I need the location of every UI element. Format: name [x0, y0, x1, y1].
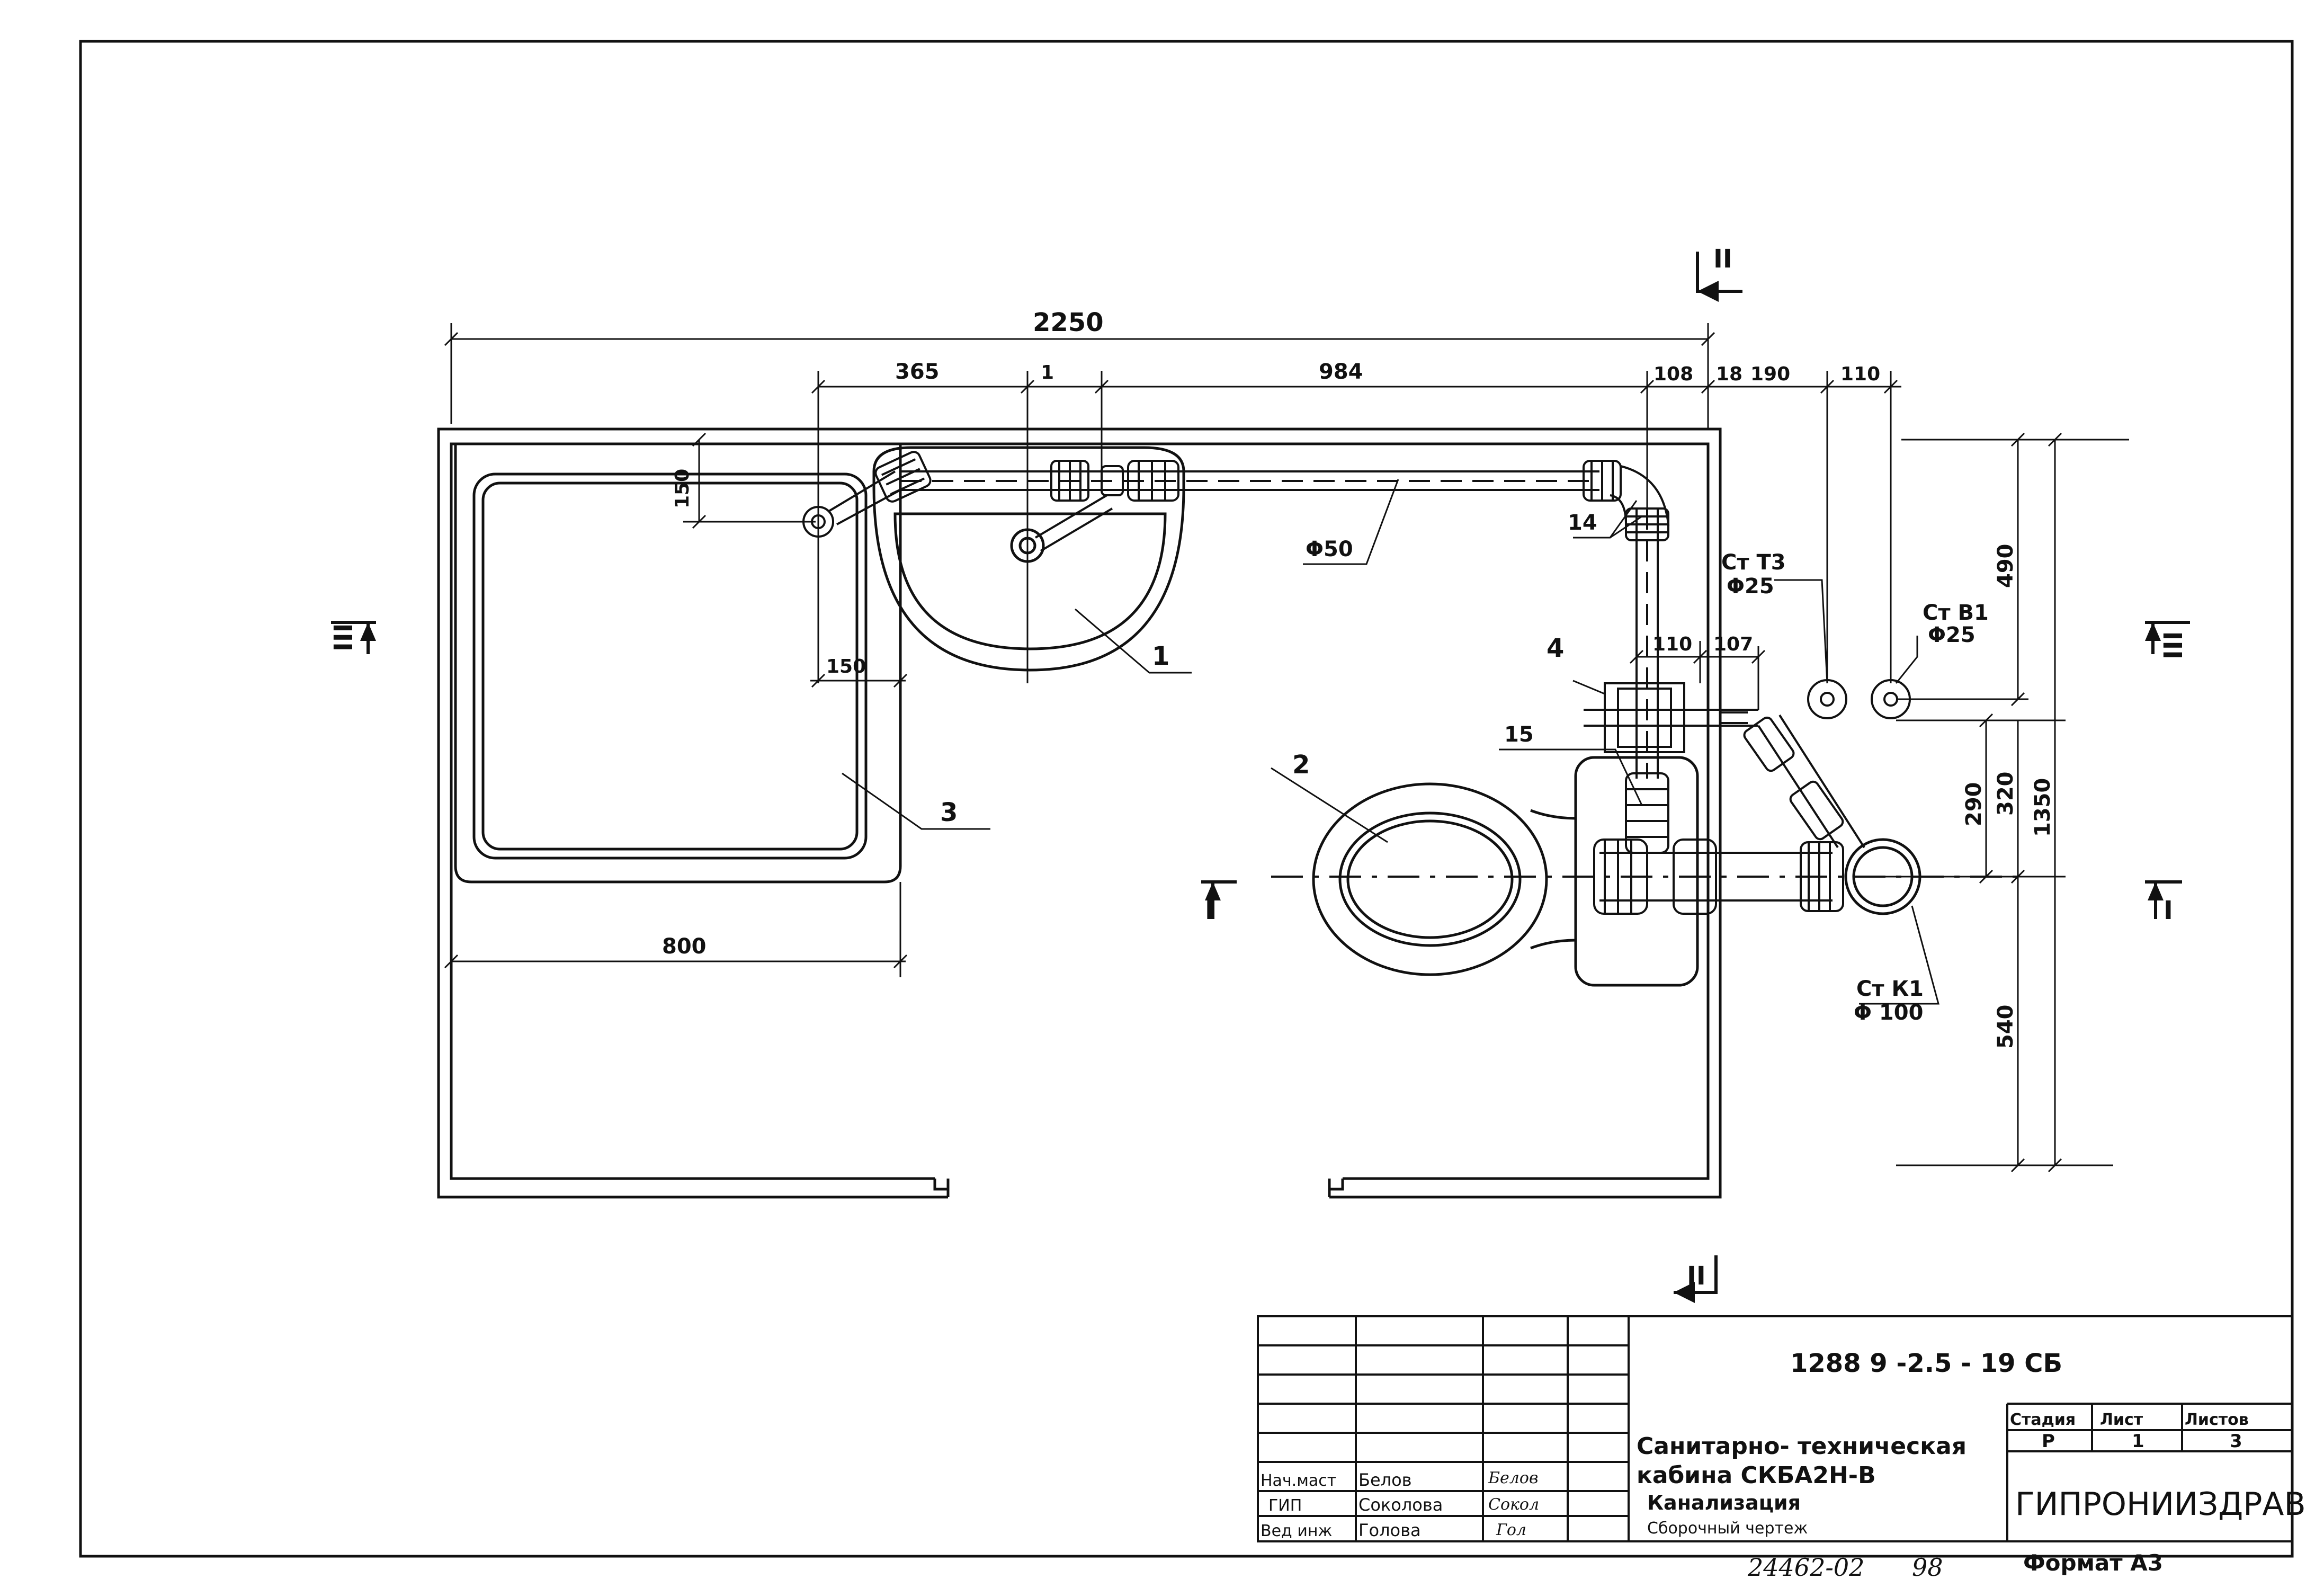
sheets-value: 3: [2230, 1431, 2242, 1452]
dim-107: 107: [1713, 634, 1753, 655]
sheet-value: 1: [2132, 1431, 2144, 1452]
dim-108: 108: [1653, 363, 1693, 385]
dim-110-top: 110: [1840, 363, 1880, 385]
riser-t3-diameter: Φ25: [1727, 574, 1774, 599]
section-markers: [331, 252, 2190, 1294]
signer-signature-2: Сокол: [1488, 1495, 1539, 1514]
toilet: [1312, 756, 1699, 987]
dim-1: 1: [1041, 362, 1054, 383]
section-i-left-label: I: [1205, 896, 1214, 925]
section-i-right-label: I: [2164, 896, 2173, 925]
dim-2250: 2250: [1033, 308, 1104, 337]
sheet-border: [79, 40, 2294, 1558]
cabin-walls: [437, 427, 1722, 1199]
riser-k1-diameter: Φ 100: [1854, 1001, 1923, 1025]
dim-190: 190: [1750, 363, 1790, 385]
callout-4: 4: [1547, 634, 1564, 663]
dim-540: 540: [1994, 1005, 2018, 1049]
riser-k1-label: Ст К1: [1856, 977, 1924, 1001]
stage-header: Стадия: [2010, 1411, 2076, 1429]
riser-t3: [1807, 679, 1847, 719]
sheet-header: Лист: [2100, 1411, 2143, 1429]
dim-290: 290: [1962, 782, 1986, 827]
signer-role-3: Вед инж: [1261, 1522, 1332, 1540]
title-block: [1257, 1315, 2293, 1542]
dimension-lines: [444, 323, 2129, 1173]
dim-1350: 1350: [2031, 778, 2055, 837]
section-ii-top-label: II: [1713, 244, 1732, 274]
riser-b1-diameter: Φ25: [1928, 623, 1976, 647]
signer-name-2: Соколова: [1358, 1495, 1443, 1515]
organization: ГИПРОНИИЗДРАВ: [2015, 1486, 2306, 1523]
dim-365: 365: [895, 360, 940, 384]
signer-role-1: Нач.маст: [1261, 1471, 1336, 1490]
pipe-fittings: [874, 451, 1844, 915]
doc-code: 1288 9 -2.5 - 19 СБ: [1790, 1349, 2062, 1378]
dim-984: 984: [1319, 360, 1363, 384]
signer-signature-3: Гол: [1496, 1521, 1526, 1539]
title-line-2: кабина СКБА2Н-В: [1637, 1462, 1876, 1489]
callout-phi50: Φ50: [1306, 537, 1353, 561]
callout-15: 15: [1504, 722, 1534, 747]
subtitle-line-1: Канализация: [1647, 1491, 1801, 1514]
riser-t3-label: Ст Т3: [1721, 550, 1786, 575]
signer-signature-1: Белов: [1488, 1469, 1538, 1487]
signer-role-2: ГИП: [1268, 1496, 1302, 1515]
archive-page: 98: [1912, 1553, 1943, 1582]
section-arrowheads: [360, 281, 2164, 1303]
washbasin: [872, 446, 1185, 672]
format-label: Формат А3: [2023, 1550, 2163, 1576]
sheets-header: Листов: [2185, 1411, 2249, 1429]
shower-tray: [454, 442, 902, 884]
drain-pipe-phi50: [828, 470, 2018, 902]
dim-150-vertical: 150: [672, 469, 693, 508]
dim-110-mid: 110: [1652, 634, 1692, 655]
leader-lines: [842, 479, 1939, 1005]
dim-490: 490: [1994, 544, 2018, 588]
section-ii-bottom-label: II: [1687, 1261, 1706, 1291]
callout-1: 1: [1152, 641, 1169, 671]
stage-value: Р: [2042, 1431, 2055, 1452]
callout-2: 2: [1292, 750, 1310, 780]
section-iii-left-label: III: [329, 623, 359, 652]
archive-number: 24462-02: [1747, 1553, 1864, 1582]
dim-150-horizontal: 150: [826, 656, 866, 677]
callout-3: 3: [940, 798, 958, 827]
callout-14: 14: [1568, 511, 1597, 535]
dim-320: 320: [1994, 772, 2018, 816]
dim-18: 18: [1716, 363, 1742, 385]
subtitle-line-2: Сборочный чертеж: [1647, 1519, 1808, 1538]
dim-800: 800: [662, 934, 707, 959]
signer-name-1: Белов: [1358, 1470, 1412, 1490]
section-iii-right-label: III: [2159, 631, 2188, 659]
title-line-1: Санитарно- техническая: [1637, 1433, 1967, 1460]
signer-name-3: Голова: [1358, 1520, 1421, 1540]
riser-b1-label: Ст В1: [1923, 601, 1989, 625]
